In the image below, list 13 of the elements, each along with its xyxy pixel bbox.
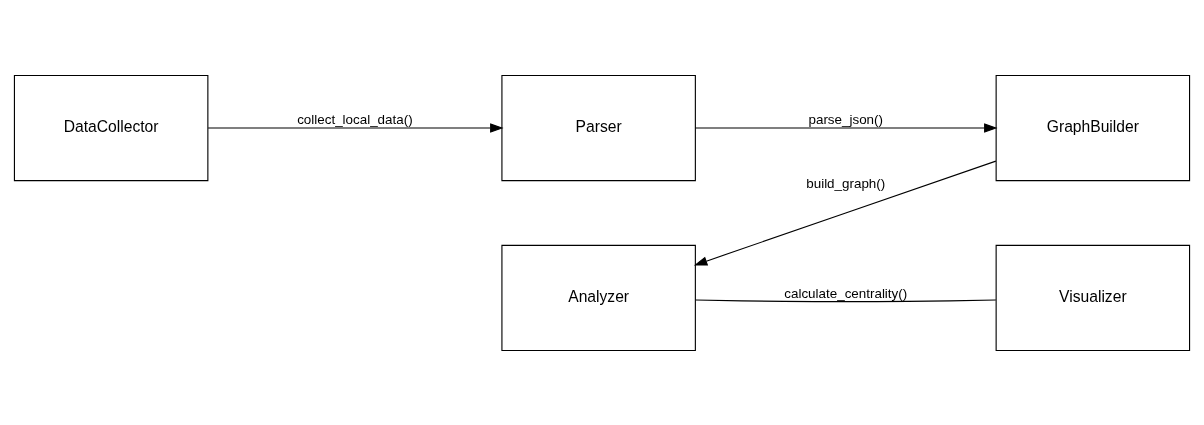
node-box: Analyzer — [501, 244, 696, 351]
node-box: Visualizer — [995, 244, 1191, 351]
arrow — [694, 122, 998, 133]
node-box: DataCollector — [13, 74, 209, 181]
node-box: GraphBuilder — [995, 74, 1191, 181]
edge-label: calculate_centrality() — [784, 285, 908, 301]
arrow — [207, 122, 504, 133]
connector — [695, 299, 997, 302]
edge-label: collect_local_data() — [297, 111, 413, 127]
edge-label: build_graph() — [806, 175, 886, 191]
edge-label: parse_json() — [808, 111, 884, 127]
node-box: Parser — [501, 74, 696, 181]
arrow — [693, 160, 997, 266]
